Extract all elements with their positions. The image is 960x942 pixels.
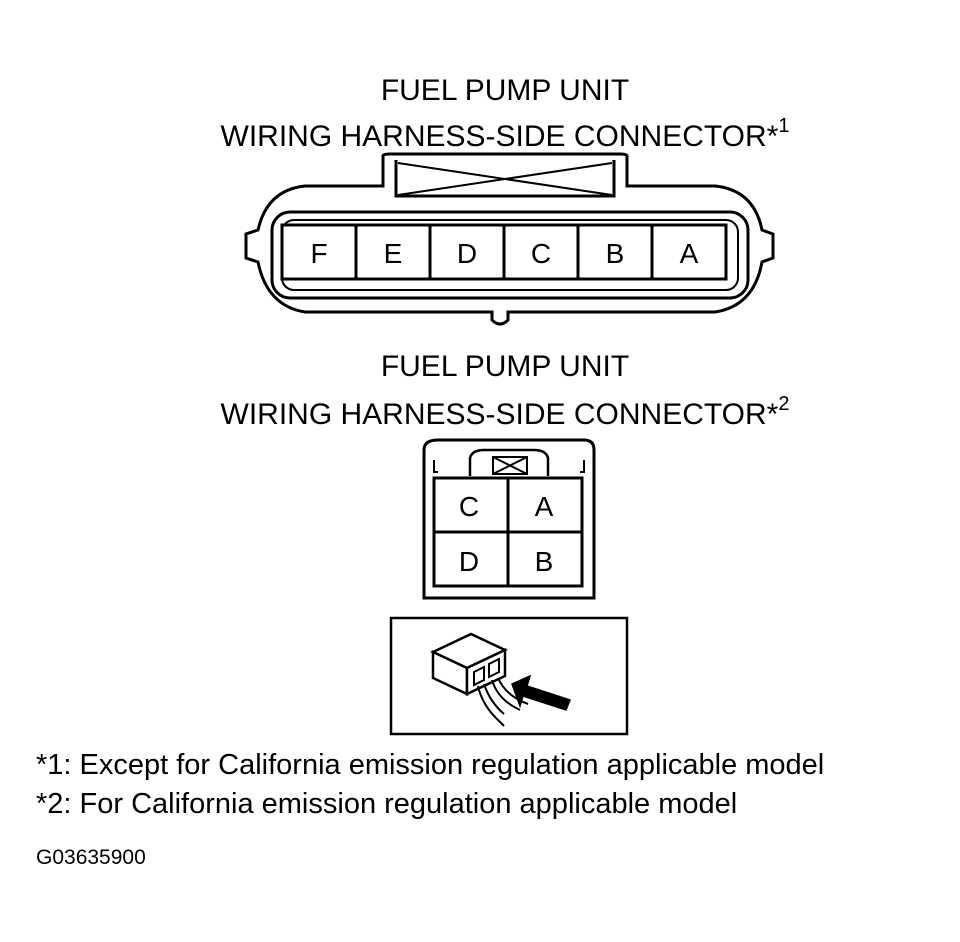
footnote-1: *1: Except for California emission regul… — [36, 749, 825, 781]
footnote-2: *2: For California emission regulation a… — [36, 788, 738, 820]
connector1-title-line1: FUEL PUMP UNIT — [380, 74, 630, 107]
connector2-pin-label: C — [459, 491, 479, 522]
connector1-pin-cells — [280, 223, 728, 281]
connector1-pin-cell — [354, 223, 432, 281]
connector2-pin-label: B — [535, 546, 554, 577]
connector1-pin-label: F — [310, 238, 327, 269]
connector2-pin-label: D — [459, 546, 479, 577]
connector2-housing — [422, 438, 596, 600]
connector1-pin-labels: F E D C B A — [310, 238, 698, 269]
connector1-title-text: WIRING HARNESS-SIDE CONNECTOR* — [220, 120, 779, 153]
connector2-pin-cell — [432, 476, 510, 534]
connector2-pin-cell — [432, 530, 510, 588]
arrow-icon — [511, 674, 571, 711]
connector2-title-line1: FUEL PUMP UNIT — [380, 350, 630, 383]
connector2-title-text: WIRING HARNESS-SIDE CONNECTOR* — [220, 398, 779, 431]
connector1-pin-label: D — [457, 238, 477, 269]
connector2-note-ref: 2 — [778, 393, 790, 415]
connector1-pin-label: B — [606, 238, 625, 269]
connector2-pin-label: A — [535, 491, 554, 522]
view-direction-inset — [389, 616, 629, 736]
connector-3d-icon — [430, 632, 508, 696]
connector1-pin-cell — [576, 223, 654, 281]
figure-id: G03635900 — [36, 846, 146, 869]
connector2-pin-labels: C A D B — [459, 491, 554, 577]
connector1-pin-label: A — [680, 238, 699, 269]
connector1-pin-label: E — [384, 238, 403, 269]
connector1-note-ref: 1 — [778, 115, 790, 137]
inset-frame — [389, 616, 629, 736]
connector1-pin-label: C — [531, 238, 551, 269]
wire-bundle-icon — [477, 677, 529, 727]
connector2-pin-cell — [506, 530, 584, 588]
connector2-title-line2: WIRING HARNESS-SIDE CONNECTOR*2 — [0, 390, 960, 432]
connector2-pin-cells — [432, 476, 584, 588]
connector1-pin-cell — [650, 223, 728, 281]
connector1-title-line2: WIRING HARNESS-SIDE CONNECTOR*1 — [0, 112, 960, 154]
connector1-pin-cell — [428, 223, 506, 281]
connector1-pin-cell — [502, 223, 580, 281]
